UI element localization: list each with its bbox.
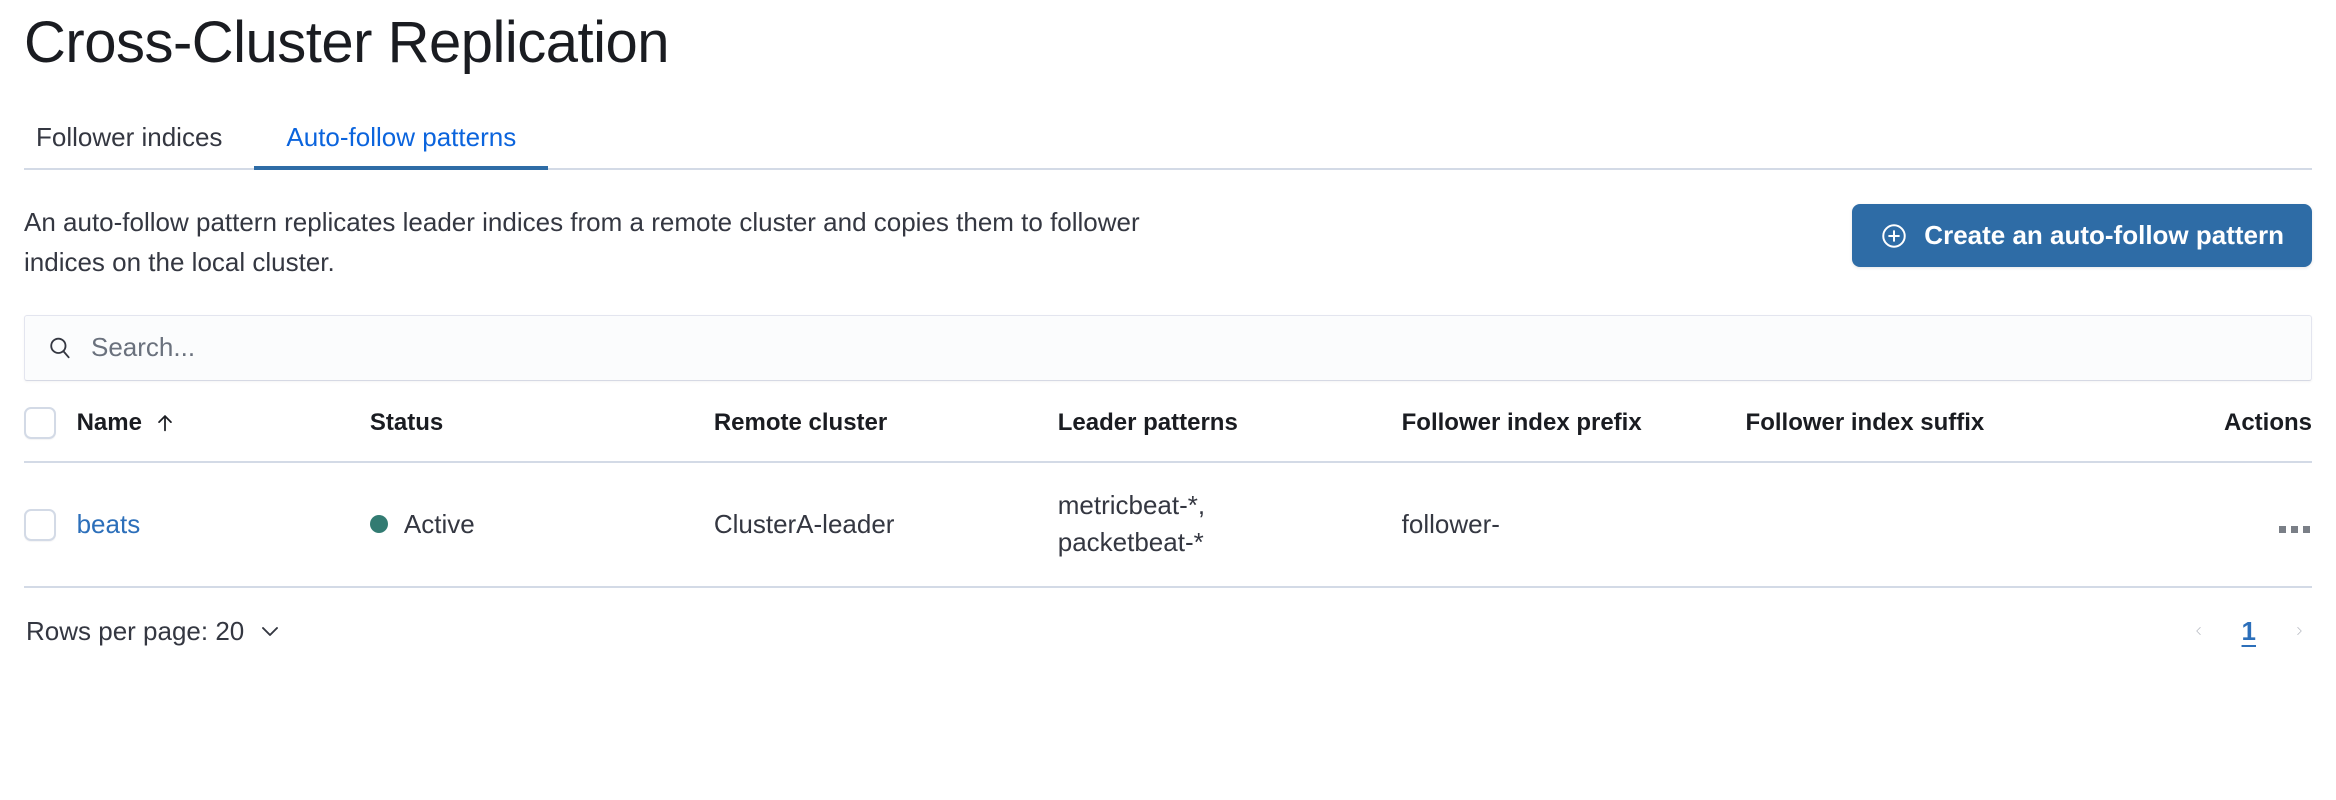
page-description: An auto-follow pattern replicates leader… xyxy=(24,207,1140,278)
tab-auto-follow-patterns[interactable]: Auto-follow patterns xyxy=(254,124,549,170)
table-footer: Rows per page: 20 1 xyxy=(24,616,2312,647)
column-header-actions: Actions xyxy=(2129,406,2312,463)
column-header-name[interactable]: Name xyxy=(76,406,370,463)
column-header-status[interactable]: Status xyxy=(369,406,714,463)
column-header-follower-index-suffix[interactable]: Follower index suffix xyxy=(1745,406,2130,463)
create-auto-follow-pattern-button[interactable]: Create an auto-follow pattern xyxy=(1852,204,2312,267)
search-bar[interactable] xyxy=(24,314,2312,381)
row-select-cell xyxy=(24,461,77,588)
cell-follower-index-prefix: follower- xyxy=(1401,461,1746,588)
cell-name: beats xyxy=(76,461,370,588)
rows-per-page-selector[interactable]: Rows per page: 20 xyxy=(26,616,282,647)
auto-follow-patterns-table: Name Status Remote cluster Leader patter… xyxy=(24,406,2312,588)
status-dot-icon xyxy=(369,515,388,534)
search-input[interactable] xyxy=(91,332,2289,364)
create-button-label: Create an auto-follow pattern xyxy=(1924,220,2284,250)
rows-per-page-label: Rows per page: 20 xyxy=(26,615,245,646)
pagination: 1 xyxy=(2188,616,2310,647)
chevron-down-icon xyxy=(258,619,282,643)
search-icon xyxy=(47,335,73,361)
chevron-right-icon[interactable] xyxy=(2288,616,2310,646)
cell-leader-patterns: metricbeat-*, packetbeat-* xyxy=(1057,461,1402,588)
cell-follower-index-suffix xyxy=(1745,461,2130,588)
cell-actions xyxy=(2129,461,2312,588)
auto-follow-pattern-link[interactable]: beats xyxy=(76,508,141,539)
cell-remote-cluster: ClusterA-leader xyxy=(713,461,1058,588)
column-header-remote-cluster[interactable]: Remote cluster xyxy=(713,406,1058,463)
tab-bar: Follower indices Auto-follow patterns xyxy=(24,112,2312,170)
status-badge: Active xyxy=(403,508,475,539)
arrow-up-icon xyxy=(154,412,176,434)
chevron-left-icon[interactable] xyxy=(2188,616,2210,646)
tab-follower-indices[interactable]: Follower indices xyxy=(24,124,254,168)
row-checkbox[interactable] xyxy=(24,508,56,541)
cell-status: Active xyxy=(369,461,714,588)
column-header-name-label: Name xyxy=(76,408,142,436)
table-row: beats Active ClusterA-leader metricbeat-… xyxy=(24,461,2312,588)
description-row: An auto-follow pattern replicates leader… xyxy=(24,202,2312,283)
column-header-follower-index-prefix[interactable]: Follower index prefix xyxy=(1401,406,1746,463)
table-header-row: Name Status Remote cluster Leader patter… xyxy=(24,406,2312,463)
ellipsis-horizontal-icon[interactable] xyxy=(2277,520,2312,539)
plus-in-circle-icon xyxy=(1880,222,1908,250)
select-all-checkbox[interactable] xyxy=(24,406,56,439)
column-header-leader-patterns[interactable]: Leader patterns xyxy=(1057,406,1402,463)
select-all-header xyxy=(24,406,77,463)
pagination-page-1[interactable]: 1 xyxy=(2236,616,2262,647)
page-title: Cross-Cluster Replication xyxy=(24,10,670,75)
